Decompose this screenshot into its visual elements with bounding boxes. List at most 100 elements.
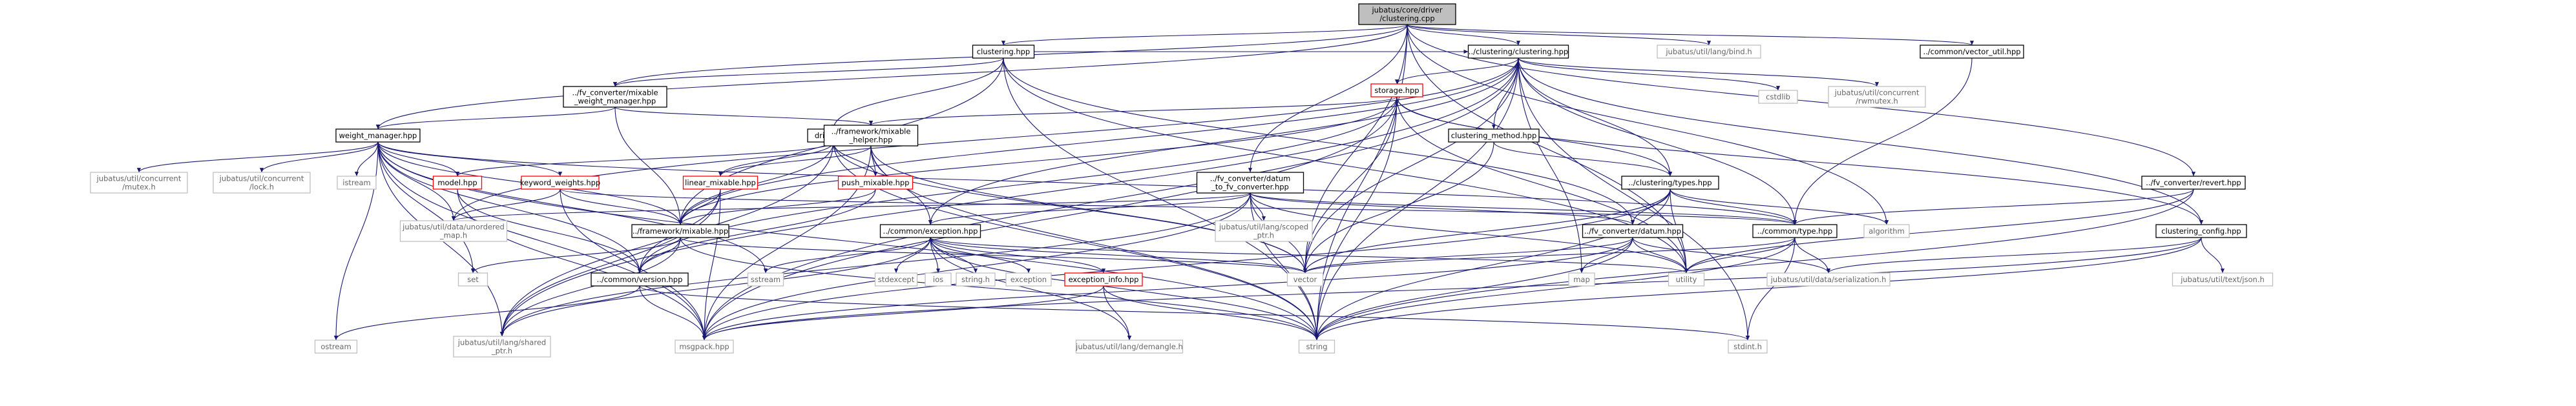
edge-fvc_datum_hpp-to-msgpack <box>702 237 1633 341</box>
node-label: string <box>1306 342 1327 351</box>
node-clustering-config[interactable]: clustering_config.hpp <box>2155 224 2247 238</box>
edge-common_exception-to-vector <box>930 237 1307 274</box>
edge-linear_mixable-to-fw_mixable_hpp <box>678 188 721 225</box>
edge-weight_manager_hpp-to-istream <box>354 141 379 177</box>
node-root[interactable]: jubatus/core/driver/clustering.cpp <box>1358 3 1456 25</box>
node-box <box>1286 272 1324 287</box>
node-label: ../fv_converter/datum.hpp <box>1584 227 1681 236</box>
node-label: /lock.h <box>249 183 274 192</box>
edge-fvc_datum_to_fv-to-common_exception <box>928 192 1251 225</box>
node-fvc-revert-hpp[interactable]: ../fv_converter/revert.hpp <box>2141 176 2246 190</box>
edge-clustering_hpp-to-fvc_mixable_wm <box>613 57 1004 87</box>
node-label: ../fv_converter/revert.hpp <box>2146 178 2241 187</box>
node-box <box>1728 340 1768 354</box>
node-clustering-hpp[interactable]: clustering.hpp <box>972 45 1035 59</box>
node-label: ios <box>933 275 943 284</box>
node-label: clustering_method.hpp <box>1451 131 1537 140</box>
edge-fw_mixable_helper-to-vector <box>870 145 1308 274</box>
node-clustering-clustering-hpp[interactable]: ../clustering/clustering.hpp <box>1467 45 1569 59</box>
edge-common_type_hpp-to-stdint <box>1745 237 1796 341</box>
edge-model_hpp-to-common_version <box>457 188 642 274</box>
node-bind-h: jubatus/util/lang/bind.h <box>1657 45 1761 59</box>
node-label: set <box>467 275 479 284</box>
edge-weight_manager_hpp-to-common_version <box>377 141 642 274</box>
edge-clustering_clustering_hpp-to-unordered_map <box>452 57 1519 221</box>
node-label: vector <box>1293 275 1317 284</box>
edge-storage_hpp-to-common_version <box>637 96 1398 274</box>
edge-weight_manager_hpp-to-common_type_hpp <box>377 141 1797 225</box>
edge-clustering_clustering_hpp-to-fw_mixable_hpp <box>678 57 1519 225</box>
edge-storage_hpp-to-utility <box>1396 96 1689 274</box>
node-clustering-types-hpp[interactable]: ../clustering/types.hpp <box>1621 176 1719 190</box>
node-text-json: jubatus/util/text/json.h <box>2172 272 2274 287</box>
node-common-exception[interactable]: ../common/exception.hpp <box>879 224 981 238</box>
edge-fw_mixable_hpp-to-vector <box>680 237 1307 274</box>
node-box <box>1215 220 1313 242</box>
edge-storage_hpp-to-clustering_config <box>1396 96 2203 225</box>
node-shared-ptr: jubatus/util/lang/shared_ptr.h <box>453 336 551 358</box>
edge-fvc_datum_to_fv-to-common_type_hpp <box>1250 192 1797 225</box>
node-box <box>1298 340 1335 354</box>
dependency-edges <box>137 24 2225 341</box>
node-label: linear_mixable.hpp <box>685 178 756 187</box>
node-push-mixable[interactable]: push_mixable.hpp <box>837 176 914 190</box>
node-box <box>591 272 689 287</box>
edge-storage_hpp-to-fw_mixable_helper <box>869 96 1398 126</box>
edge-fvc_datum_to_fv-to-unordered_map <box>452 192 1251 221</box>
node-label: utility <box>1676 275 1697 284</box>
node-sstream: sstream <box>747 272 784 287</box>
node-label: ../clustering/types.hpp <box>1628 178 1712 187</box>
node-utility: utility <box>1668 272 1705 287</box>
node-label: ../fv_converter/datum <box>1210 174 1291 183</box>
node-fw-mixable-helper[interactable]: ../framework/mixable_helper.hpp <box>823 125 919 147</box>
node-fvc-mixable-wm[interactable]: ../fv_converter/mixable_weight_manager.h… <box>563 86 667 108</box>
edge-root-to-fvc_revert_hpp <box>1407 24 2196 177</box>
node-box <box>1828 86 1926 108</box>
node-box <box>1358 3 1456 25</box>
node-fvc-datum-hpp[interactable]: ../fv_converter/datum.hpp <box>1582 224 1684 238</box>
node-label: jubatus/util/data/unordered <box>402 223 505 232</box>
node-clustering-method-hpp[interactable]: clustering_method.hpp <box>1448 128 1540 143</box>
edge-fvc_datum_hpp-to-vector <box>1303 237 1633 274</box>
edge-weight_manager_hpp-to-unordered_map <box>377 141 456 221</box>
edge-clustering_config-to-msgpack <box>702 237 2202 341</box>
node-exception-info[interactable]: exception_info.hpp <box>1064 272 1143 287</box>
node-model-hpp[interactable]: model.hpp <box>432 176 483 190</box>
edge-clustering_types_hpp-to-common_type_hpp <box>1670 188 1797 225</box>
node-vector-util-hpp[interactable]: ../common/vector_util.hpp <box>1920 45 2024 59</box>
node-fw-mixable-hpp[interactable]: ../framework/mixable.hpp <box>631 224 729 238</box>
node-box <box>675 340 734 354</box>
edge-storage_hpp-to-vector <box>1303 96 1398 274</box>
node-concurrent-mutex: jubatus/util/concurrent/mutex.h <box>90 172 188 194</box>
edge-storage_hpp-to-string <box>1314 96 1398 341</box>
node-label: ../common/version.hpp <box>597 275 683 284</box>
node-label: stdint.h <box>1733 342 1762 351</box>
node-box <box>1863 224 1910 238</box>
edge-clustering_method_hpp-to-clustering_types_hpp <box>1493 141 1673 177</box>
node-keyword-weights[interactable]: keyword_weights.hpp <box>520 176 600 190</box>
node-linear-mixable[interactable]: linear_mixable.hpp <box>682 176 759 190</box>
node-stdexcept: stdexcept <box>874 272 918 287</box>
node-storage-hpp[interactable]: storage.hpp <box>1370 83 1423 97</box>
node-map: map <box>1568 272 1595 287</box>
node-label: push_mixable.hpp <box>842 178 910 187</box>
node-fvc-datum-to-fv[interactable]: ../fv_converter/datum_to_fv_converter.hp… <box>1196 172 1304 194</box>
node-label: ../clustering/clustering.hpp <box>1469 47 1568 56</box>
node-common-type-hpp[interactable]: ../common/type.hpp <box>1752 224 1838 238</box>
edge-model_hpp-to-msgpack <box>457 188 707 341</box>
edge-clustering_clustering_hpp-to-clustering_config <box>1518 57 2204 225</box>
node-common-version[interactable]: ../common/version.hpp <box>591 272 689 287</box>
node-box <box>956 272 996 287</box>
edge-linear_mixable-to-shared_ptr <box>499 188 721 337</box>
edge-common_type_hpp-to-vector <box>1303 237 1796 274</box>
node-weight-manager-hpp[interactable]: weight_manager.hpp <box>335 128 421 143</box>
node-label: clustering.hpp <box>977 47 1030 56</box>
edge-weight_manager_hpp-to-msgpack <box>377 141 707 341</box>
node-label: jubatus/util/lang/demangle.h <box>1075 342 1183 351</box>
node-label: jubatus/util/lang/shared <box>457 338 546 347</box>
edge-clustering_hpp-to-fvc_datum_hpp <box>1003 57 1635 225</box>
node-cstdlib: cstdlib <box>1758 90 1798 104</box>
edge-keyword_weights-to-msgpack <box>560 188 707 341</box>
edge-exception_info-to-msgpack <box>702 285 1104 341</box>
edge-weight_manager_hpp-to-model_hpp <box>377 141 460 177</box>
